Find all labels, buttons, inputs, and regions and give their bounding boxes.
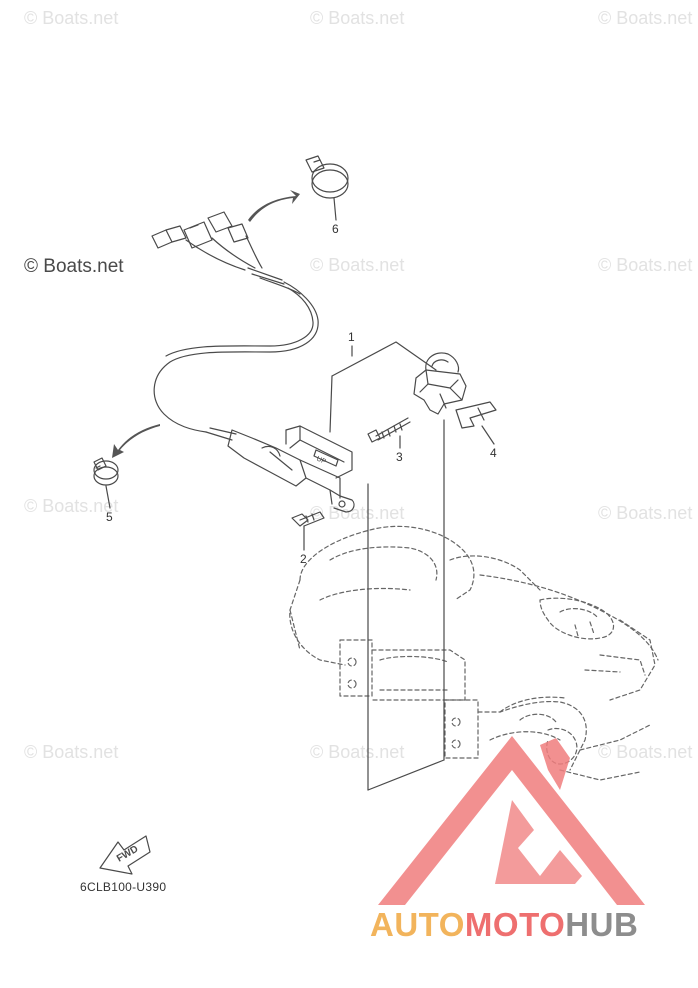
- brand-part-hub: HUB: [565, 906, 639, 943]
- brand-logo-triangle: [378, 736, 645, 905]
- brand-wordmark: AUTOMOTOHUB: [370, 906, 638, 944]
- up-label: UP: [315, 455, 327, 466]
- screw-item-3: [367, 417, 411, 443]
- bracket-assembly: [289, 525, 659, 781]
- watermark: © Boats.net: [24, 8, 119, 28]
- brand-part-auto: AUTO: [370, 906, 465, 943]
- watermark: © Boats.net: [598, 8, 693, 28]
- wire-harness: [151, 211, 355, 513]
- arrow-up-right: [248, 190, 300, 222]
- watermark-main: © Boats.net: [24, 256, 124, 277]
- brand-part-moto: MOTO: [464, 906, 566, 943]
- callout-1: 1: [348, 330, 355, 344]
- screw-item-2: [291, 511, 325, 527]
- callout-5: 5: [106, 510, 113, 524]
- watermark: © Boats.net: [24, 496, 119, 516]
- clamp-item-6: [305, 155, 349, 199]
- fwd-label: FWD: [115, 844, 140, 865]
- watermark: © Boats.net: [310, 8, 405, 28]
- watermark: © Boats.net: [598, 255, 693, 275]
- leader-lines: [105, 197, 495, 551]
- callout-6: 6: [332, 222, 339, 236]
- switch-bracket: [413, 352, 497, 429]
- watermark: © Boats.net: [24, 742, 119, 762]
- watermark: © Boats.net: [598, 742, 693, 762]
- clamp-item-5: [93, 457, 119, 486]
- arrow-down-left: [112, 424, 160, 458]
- part-code: 6CLB100-U390: [80, 880, 167, 894]
- watermark: © Boats.net: [310, 742, 405, 762]
- callout-2: 2: [300, 552, 307, 566]
- callout-4: 4: [490, 446, 497, 460]
- fwd-arrow: [99, 835, 151, 875]
- callout-3: 3: [396, 450, 403, 464]
- watermark: © Boats.net: [598, 503, 693, 523]
- watermark: © Boats.net: [310, 255, 405, 275]
